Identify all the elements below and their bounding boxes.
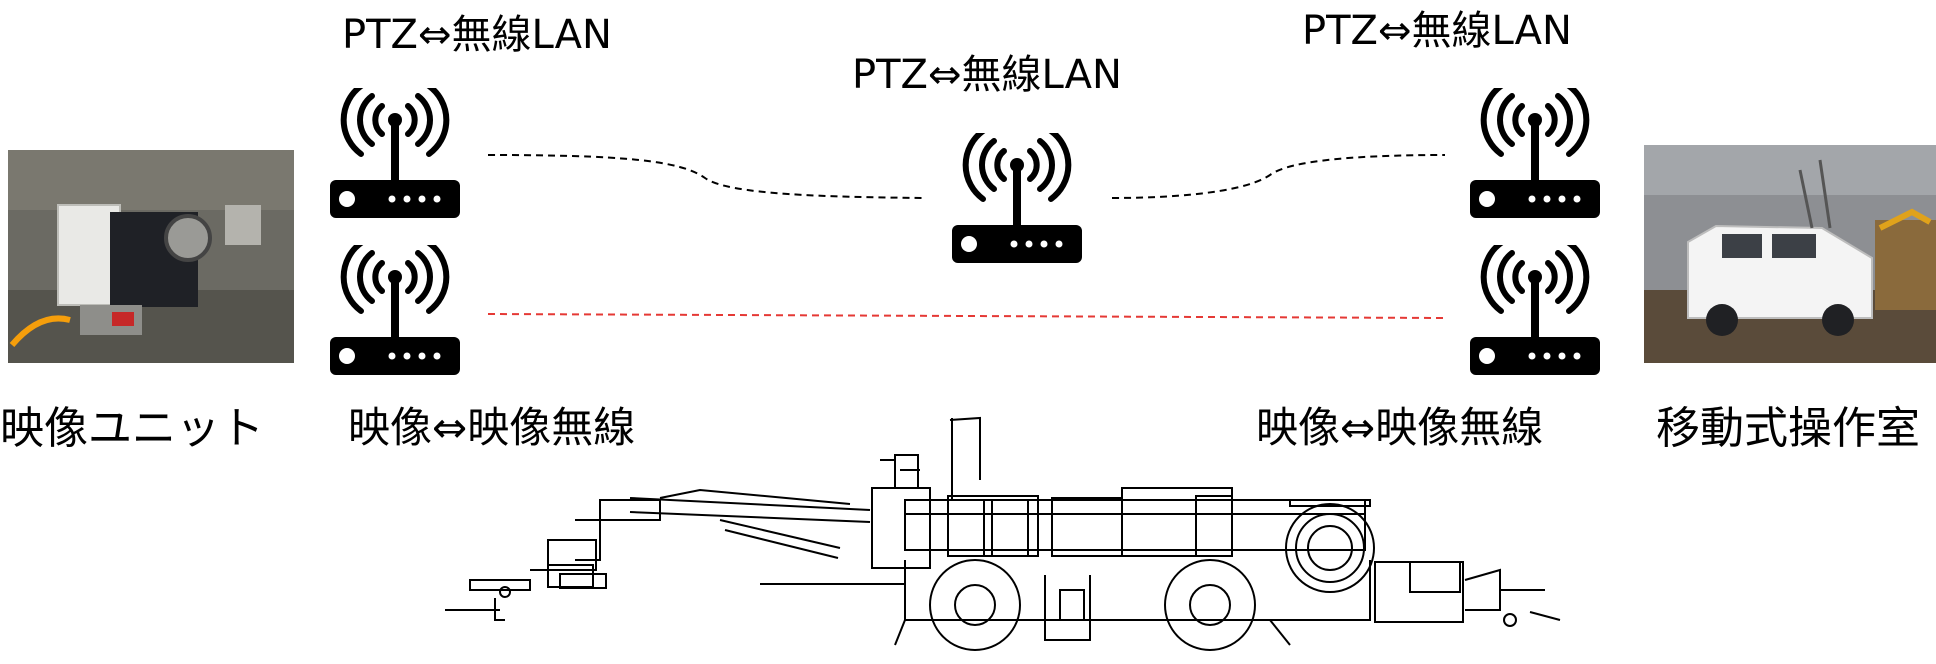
mobile-control-room-label: 移動式操作室 — [1656, 403, 1920, 454]
mobile-control-room-photo — [1644, 145, 1936, 363]
wifi-router-icon-video-left — [330, 243, 460, 375]
wifi-router-icon-video-right — [1470, 243, 1600, 375]
ptz-link-right — [1111, 154, 1446, 199]
wifi-router-icon-center — [952, 131, 1082, 263]
video-label-left: 映像⇔映像無線 — [348, 403, 636, 452]
wifi-router-icon-ptz-left — [330, 86, 460, 218]
machine-drawing — [445, 416, 1561, 651]
video-unit-label: 映像ユニット — [0, 403, 264, 454]
video-unit-photo — [8, 150, 294, 363]
video-label-right: 映像⇔映像無線 — [1256, 403, 1544, 452]
video-link — [487, 313, 1446, 319]
ptz-link-left — [487, 154, 926, 199]
ptz-label-center: PTZ⇔無線LAN — [852, 52, 1122, 98]
ptz-label-left: PTZ⇔無線LAN — [342, 12, 612, 58]
wifi-router-icon-ptz-right — [1470, 86, 1600, 218]
ptz-label-right: PTZ⇔無線LAN — [1302, 8, 1572, 54]
